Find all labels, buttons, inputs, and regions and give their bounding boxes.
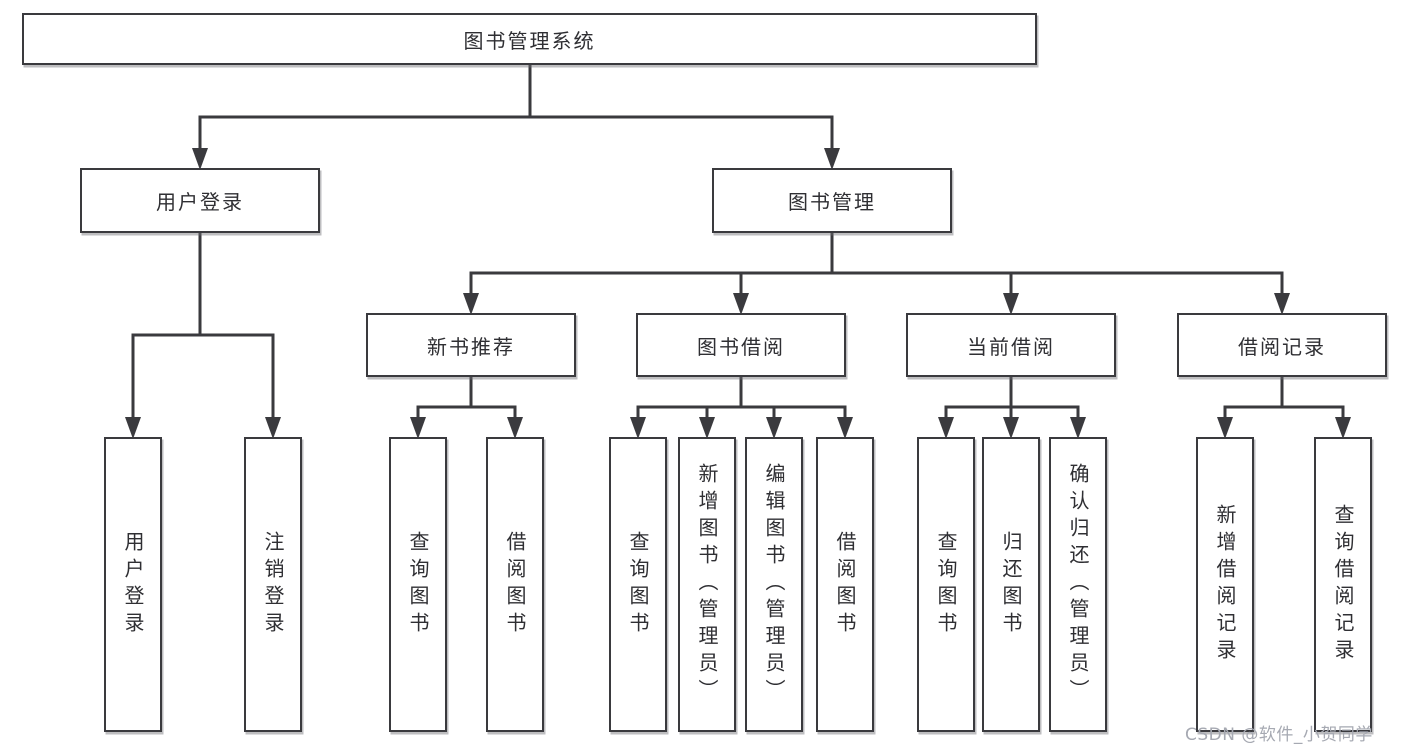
leaf-query-borrow-record-label: 查询借阅记录 (1331, 503, 1355, 666)
leaf-query-book-borrow: 查询图书 (609, 437, 667, 732)
leaf-borrow-book-recommend: 借阅图书 (486, 437, 544, 732)
leaf-return-book-label: 归还图书 (999, 530, 1023, 639)
leaf-return-book: 归还图书 (982, 437, 1040, 732)
leaf-borrow-book-label: 借阅图书 (833, 530, 857, 639)
leaf-query-book-borrow-label: 查询图书 (626, 530, 650, 639)
node-new-book-recommend-label: 新书推荐 (427, 334, 515, 359)
node-root: 图书管理系统 (22, 13, 1037, 65)
node-book-management: 图书管理 (712, 168, 952, 233)
node-book-borrow: 图书借阅 (636, 313, 846, 377)
node-new-book-recommend: 新书推荐 (366, 313, 576, 377)
leaf-confirm-return-admin-label: 确认归还（管理员） (1066, 463, 1090, 706)
leaf-borrow-book: 借阅图书 (816, 437, 874, 732)
leaf-user-login-label: 用户登录 (121, 530, 145, 639)
leaf-query-book-recommend: 查询图书 (389, 437, 447, 732)
leaf-query-book-recommend-label: 查询图书 (406, 530, 430, 639)
leaf-query-book-current-label: 查询图书 (934, 530, 958, 639)
node-book-borrow-label: 图书借阅 (697, 334, 785, 359)
leaf-borrow-book-recommend-label: 借阅图书 (503, 530, 527, 639)
leaf-edit-book-admin-label: 编辑图书（管理员） (762, 463, 786, 706)
leaf-add-book-admin: 新增图书（管理员） (678, 437, 736, 732)
node-borrow-record-label: 借阅记录 (1238, 334, 1326, 359)
leaf-query-book-current: 查询图书 (917, 437, 975, 732)
leaf-query-borrow-record: 查询借阅记录 (1314, 437, 1372, 732)
leaf-logout-label: 注销登录 (261, 530, 285, 639)
node-root-label: 图书管理系统 (463, 28, 596, 53)
leaf-add-book-admin-label: 新增图书（管理员） (695, 463, 719, 706)
leaf-edit-book-admin: 编辑图书（管理员） (745, 437, 803, 732)
leaf-confirm-return-admin: 确认归还（管理员） (1049, 437, 1107, 732)
node-user-login: 用户登录 (80, 168, 320, 233)
leaf-user-login: 用户登录 (104, 437, 162, 732)
node-borrow-record: 借阅记录 (1177, 313, 1387, 377)
node-book-management-label: 图书管理 (788, 190, 876, 214)
node-current-borrow-label: 当前借阅 (967, 334, 1055, 359)
leaf-add-borrow-record-label: 新增借阅记录 (1213, 503, 1237, 666)
node-current-borrow: 当前借阅 (906, 313, 1116, 377)
node-user-login-label: 用户登录 (156, 190, 244, 214)
leaf-logout: 注销登录 (244, 437, 302, 732)
leaf-add-borrow-record: 新增借阅记录 (1196, 437, 1254, 732)
watermark: CSDN @软件_小贺同学 (1185, 725, 1373, 745)
